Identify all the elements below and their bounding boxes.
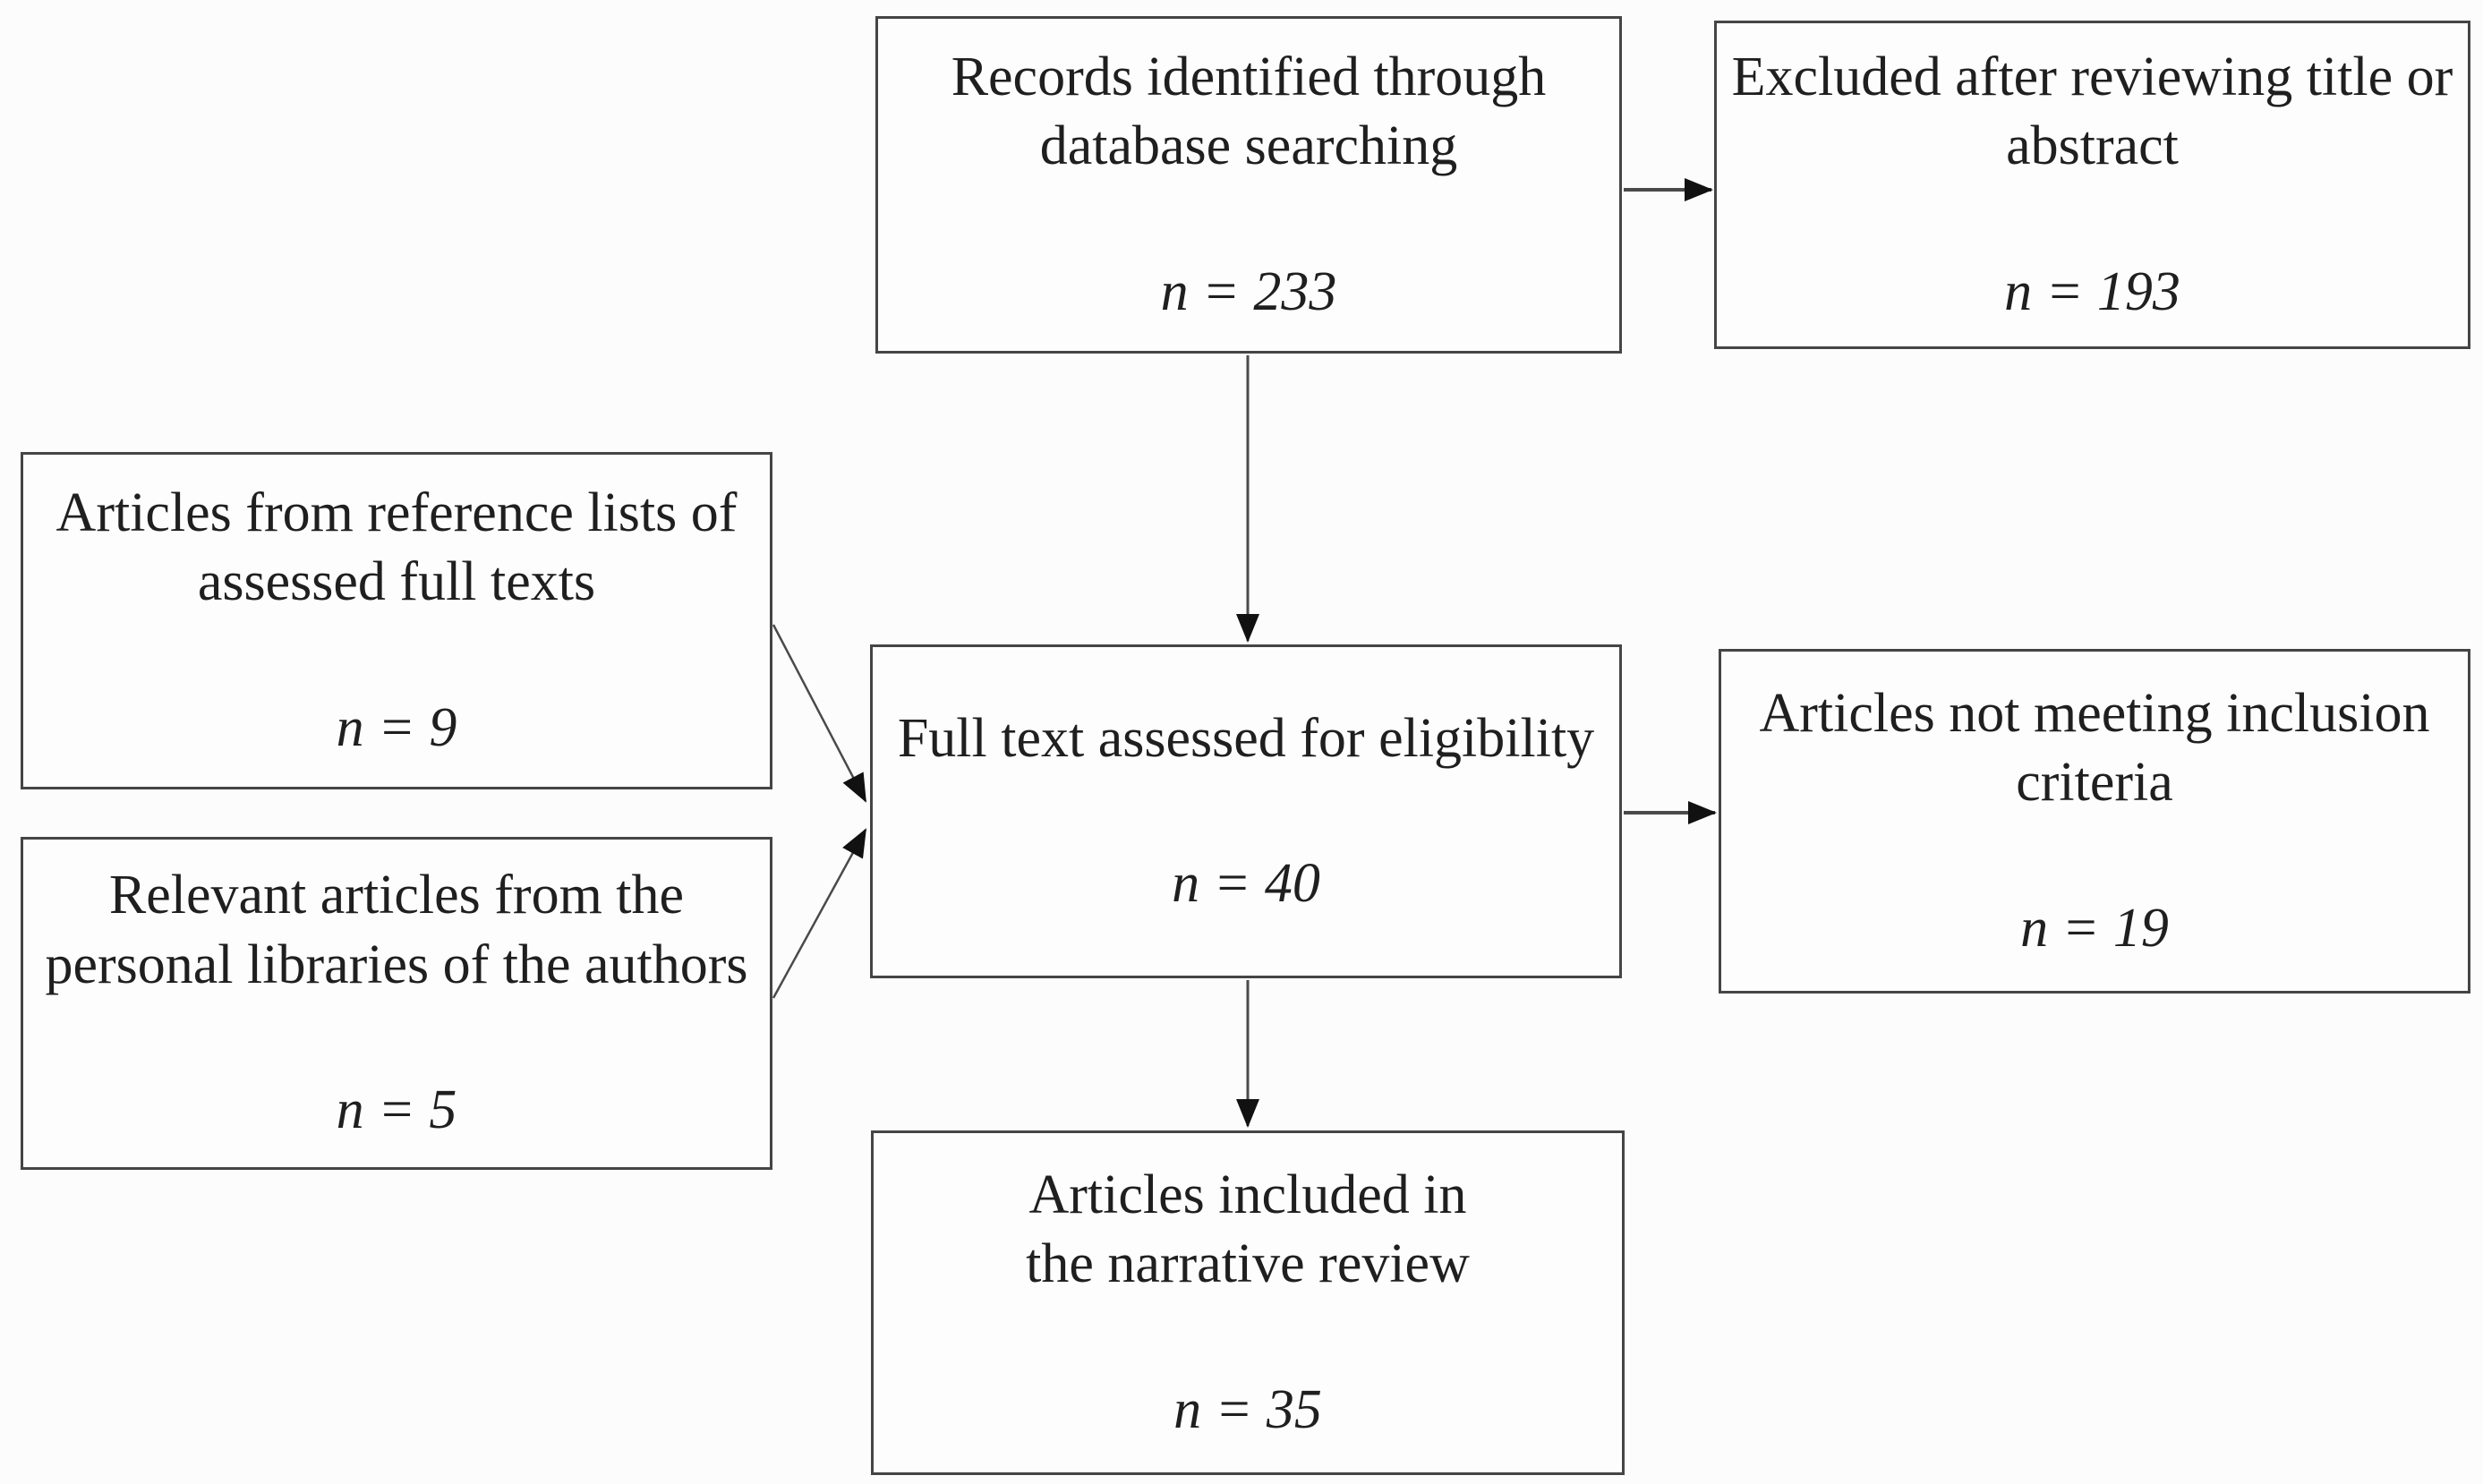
node-label-line: criteria	[2016, 752, 2173, 814]
node-fulltext-assessed: Full text assessed for eligibility n = 4…	[870, 644, 1622, 978]
node-count: n = 9	[336, 696, 457, 758]
node-label-line: the narrative review	[1026, 1233, 1470, 1295]
node-label-line: Full text assessed for eligibility	[897, 707, 1595, 769]
node-count: n = 233	[1160, 260, 1337, 322]
node-included-narrative-review: Articles included in the narrative revie…	[871, 1130, 1625, 1475]
arrow-reference-to-fulltext	[772, 624, 867, 803]
node-label-line: Records identified through	[951, 46, 1547, 107]
node-label: Articles not meeting inclusion criteria	[1759, 679, 2429, 818]
node-count: n = 5	[336, 1079, 457, 1141]
node-label-line: abstract	[2006, 115, 2179, 177]
node-label: Articles included in the narrative revie…	[1026, 1161, 1470, 1300]
node-label-line: Relevant articles from the	[108, 865, 685, 926]
node-label: Full text assessed for eligibility	[898, 704, 1594, 774]
node-records-identified: Records identified through database sear…	[875, 16, 1622, 354]
node-label: Relevant articles from the personal libr…	[45, 861, 747, 1000]
node-personal-libraries: Relevant articles from the personal libr…	[21, 837, 772, 1170]
node-label-line: personal libraries of the authors	[45, 934, 748, 995]
node-label-line: Articles not meeting inclusion	[1759, 682, 2430, 744]
node-label: Articles from reference lists of assesse…	[56, 479, 738, 618]
node-label-line: Articles from reference lists of	[55, 482, 738, 543]
node-label: Excluded after reviewing title or abstra…	[1732, 43, 2453, 182]
node-excluded-title-abstract: Excluded after reviewing title or abstra…	[1714, 21, 2470, 349]
node-label-line: Excluded after reviewing title or	[1731, 46, 2453, 107]
node-not-meeting-criteria: Articles not meeting inclusion criteria …	[1719, 649, 2470, 994]
node-label: Records identified through database sear…	[951, 43, 1547, 182]
node-count: n = 193	[2004, 260, 2180, 322]
node-count: n = 40	[1172, 853, 1320, 914]
node-reference-lists: Articles from reference lists of assesse…	[21, 452, 772, 789]
node-label-line: assessed full texts	[197, 551, 596, 613]
node-count: n = 19	[2020, 897, 2169, 959]
node-count: n = 35	[1173, 1378, 1322, 1440]
node-label-line: database searching	[1039, 115, 1458, 177]
arrow-personal-to-fulltext	[772, 828, 867, 999]
node-label-line: Articles included in	[1028, 1164, 1467, 1225]
